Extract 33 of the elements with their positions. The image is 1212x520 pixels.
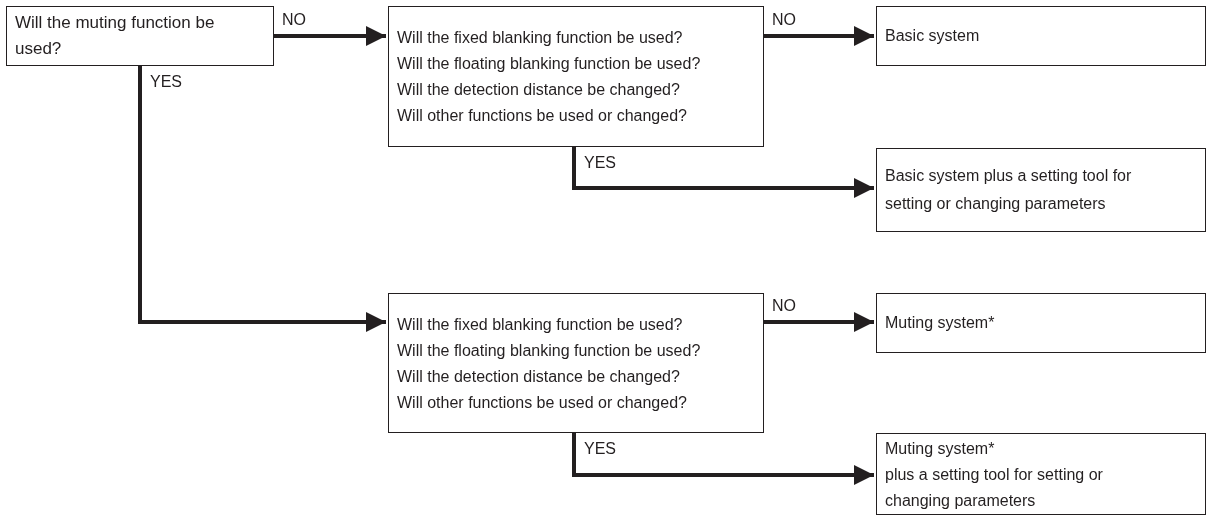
result-box	[876, 6, 1206, 66]
box-text: Will the fixed blanking function be used?	[397, 28, 684, 48]
arrow	[572, 433, 874, 485]
box-text: Will other functions be used or changed?	[397, 393, 688, 413]
box-text: Will the floating blanking function be used?	[397, 341, 702, 361]
box-text: Basic system	[885, 26, 981, 46]
edge-label: NO	[772, 296, 796, 316]
box-text: Will the fixed blanking function be used?	[397, 315, 684, 335]
edge-label: YES	[584, 439, 616, 459]
edge-label: NO	[282, 10, 306, 30]
result-box	[876, 293, 1206, 353]
edge-label: YES	[150, 72, 182, 92]
result-box	[876, 433, 1206, 515]
box-text: Will the detection distance be changed?	[397, 367, 681, 387]
arrow	[138, 66, 386, 332]
edge-label: NO	[772, 10, 796, 30]
decision-box	[388, 293, 764, 433]
decision-box	[388, 6, 764, 147]
arrow	[572, 147, 874, 198]
box-text: Will other functions be used or changed?	[397, 106, 688, 126]
arrow	[764, 312, 874, 332]
arrow	[764, 26, 874, 46]
box-text: Will the muting function be used?	[15, 12, 216, 60]
edge-label: YES	[584, 153, 616, 173]
box-text: Muting system*	[885, 439, 996, 459]
decision-box	[6, 6, 274, 66]
arrow	[274, 26, 386, 46]
box-text: plus a setting tool for setting or changing parameters	[885, 465, 1104, 511]
box-text: Will the floating blanking function be used?	[397, 54, 702, 74]
box-text: Will the detection distance be changed?	[397, 80, 681, 100]
box-text: Basic system plus a setting tool for setting or changing parameters	[885, 166, 1133, 214]
result-box	[876, 148, 1206, 232]
box-text: Muting system*	[885, 313, 996, 333]
